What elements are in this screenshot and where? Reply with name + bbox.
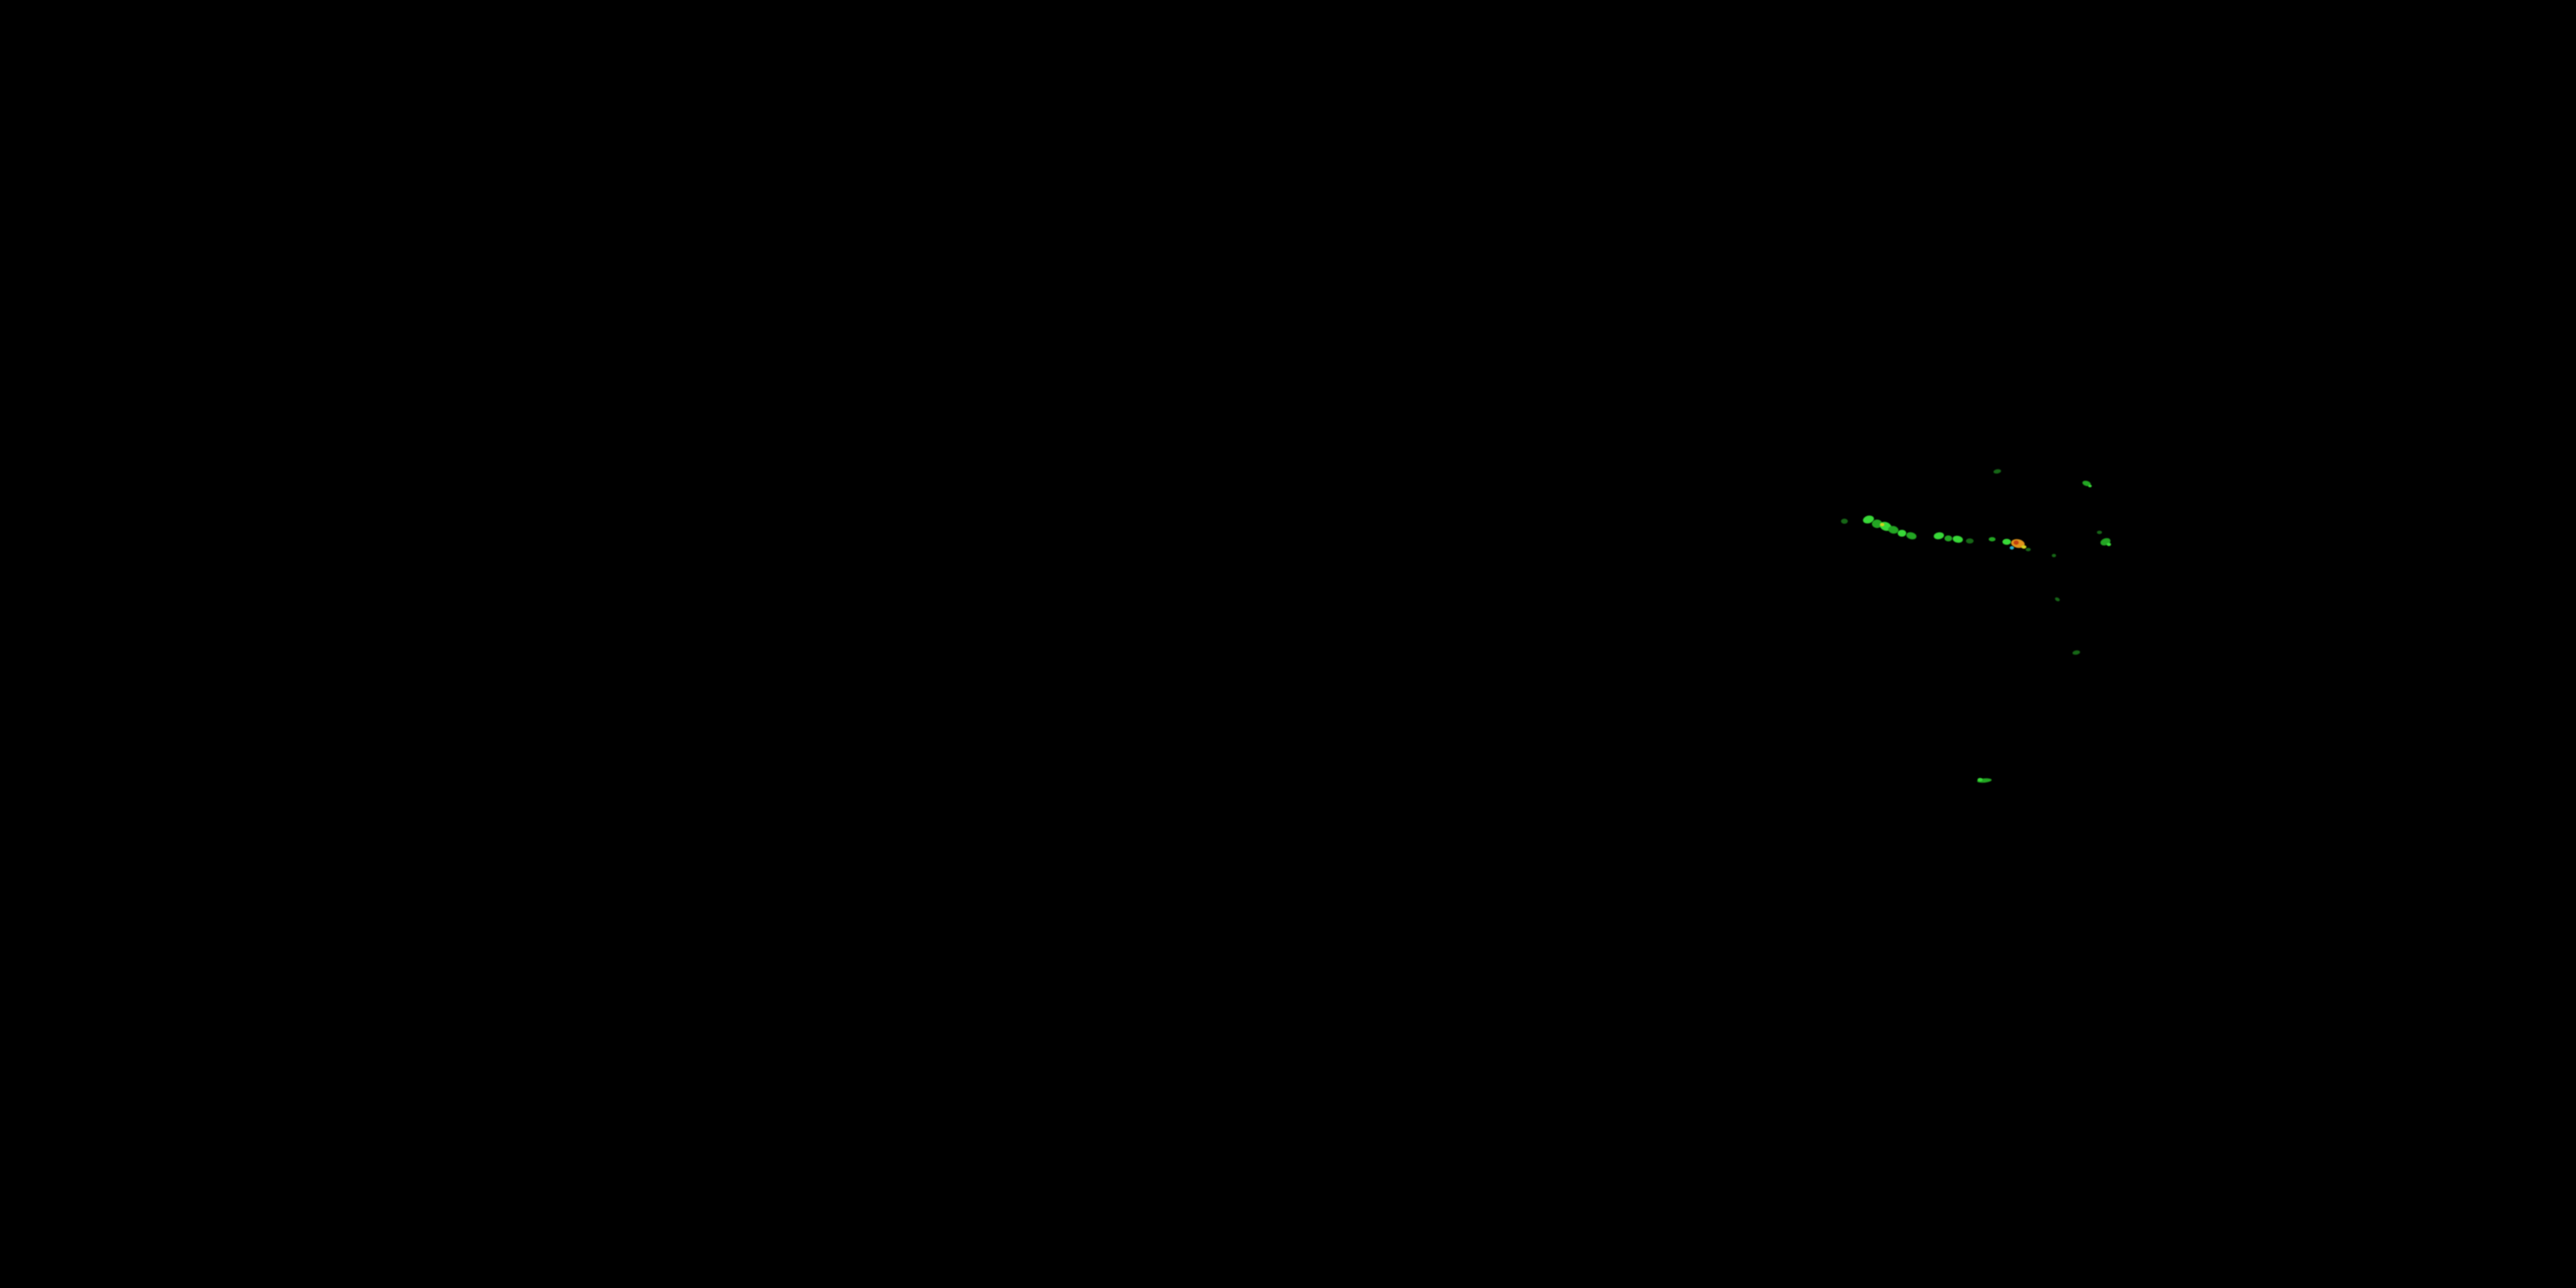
- radar-echo: [1944, 535, 1953, 542]
- radar-echo: [1989, 537, 1996, 542]
- radar-echo: [1905, 531, 1917, 541]
- radar-echo: [2097, 531, 2102, 534]
- radar-echo: [2072, 649, 2081, 656]
- radar-echo: [1872, 519, 1882, 528]
- radar-echo: [2014, 540, 2019, 545]
- radar-echo: [1898, 530, 1906, 537]
- radar-echo: [2002, 538, 2011, 545]
- radar-echo: [1978, 778, 1983, 781]
- radar-echo: [1952, 535, 1964, 544]
- radar-echo: [2088, 484, 2092, 488]
- radar-echo: [1933, 532, 1945, 540]
- radar-echo: [1993, 468, 2002, 475]
- radar-echo: [1841, 519, 1848, 524]
- radar-echo: [1965, 538, 1974, 544]
- radar-echo: [2021, 545, 2026, 549]
- radar-echo: [2009, 546, 2014, 550]
- radar-echo: [2054, 596, 2061, 603]
- radar-echo: [2051, 554, 2057, 557]
- radar-echo: [2106, 543, 2111, 546]
- radar-echo: [2026, 548, 2031, 551]
- radar-echo: [1880, 523, 1885, 526]
